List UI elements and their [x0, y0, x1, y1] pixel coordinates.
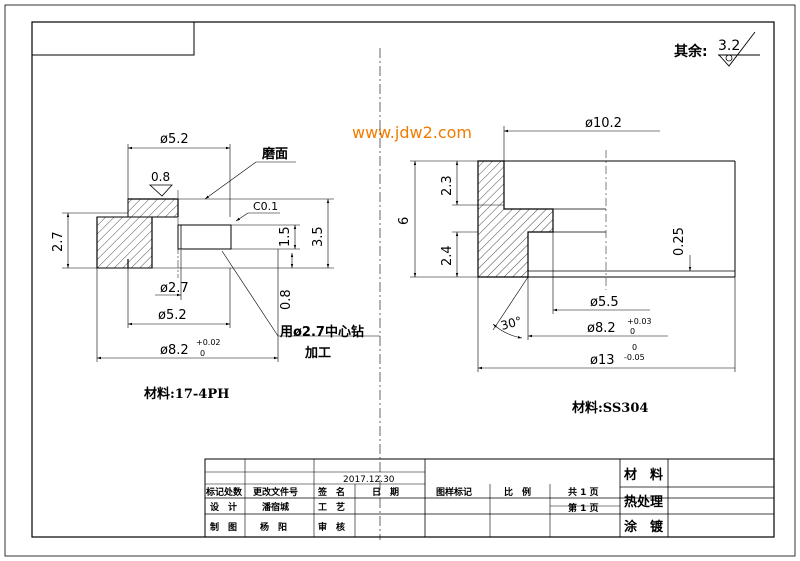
tb-h-date: 日 期: [372, 486, 399, 498]
tb-date: 2017.12.30: [343, 475, 395, 485]
outer-border: [4, 4, 796, 557]
right-dim-55: ø5.5: [590, 295, 619, 310]
tb-designer: 潘宿城: [262, 501, 289, 513]
right-dim-top-dia: ø10.2: [585, 116, 622, 131]
tb-draw-label: 制 图: [210, 521, 237, 533]
surface-note-roughness: 3.2: [718, 38, 740, 54]
right-tol-13-upper: 0: [632, 343, 637, 352]
right-material: 材料:SS304: [572, 400, 648, 416]
right-part-drawing: ø10.2 6 2.3 2.4 0.25 ø5.5 ø8.2 +0.03 0 ø…: [397, 116, 736, 416]
left-dim-top-dia: ø5.2: [160, 132, 189, 147]
left-hatch-flange: [96, 216, 153, 269]
left-dim-08: 0.8: [279, 289, 294, 310]
right-tol-82-upper: +0.03: [627, 317, 652, 326]
right-dim-82: ø8.2: [587, 321, 616, 336]
tb-h-drawing-mark: 图样标记: [436, 486, 472, 498]
tb-page: 第 1 页: [568, 502, 599, 514]
corner-box: [31, 21, 195, 56]
watermark-text: www.jdw2.com: [352, 123, 472, 142]
left-tol-lower: 0: [200, 349, 205, 358]
right-dim-24: 2.4: [440, 245, 455, 266]
left-dim-outer-dia: ø8.2: [160, 343, 189, 358]
right-angle: 30°: [499, 314, 523, 333]
left-grind-note: 磨面: [262, 146, 288, 162]
title-block: [204, 458, 775, 538]
left-chamfer: C0.1: [253, 200, 278, 213]
right-dim-13: ø13: [590, 353, 615, 368]
tb-design-label: 设 计: [210, 501, 237, 513]
left-material: 材料:17-4PH: [144, 386, 229, 402]
left-tol-upper: +0.02: [196, 338, 221, 347]
right-dim-025: 0.25: [672, 227, 687, 256]
tb-h-scale: 比 例: [504, 486, 531, 498]
tb-heat-label: 热处理: [624, 494, 663, 510]
tb-review-label: 审 核: [318, 521, 345, 533]
right-hatch-section: [477, 160, 554, 278]
inner-frame: [31, 21, 775, 538]
left-dim-bottom-dia: ø5.2: [158, 308, 187, 323]
tb-h-sign: 签 名: [317, 486, 345, 498]
left-dim-15: 1.5: [278, 226, 293, 247]
surface-note: 其余: 3.2: [674, 31, 760, 67]
right-tol-13-lower: -0.05: [624, 353, 645, 362]
tb-h-mark: 标记处数: [205, 486, 243, 498]
roughness-symbol: [718, 31, 760, 67]
left-drill-note-2: 加工: [304, 346, 331, 361]
tb-material-label: 材 料: [624, 467, 663, 483]
right-tol-82-lower: 0: [630, 327, 635, 336]
right-dim-23: 2.3: [440, 175, 455, 196]
left-dim-35: 3.5: [311, 226, 326, 247]
left-dim-bore: ø2.7: [160, 281, 189, 296]
tb-coating-label: 涂 镀: [624, 519, 664, 535]
title-block-text: 2017.12.30 标记处数 更改文件号 签 名 日 期 图样标记 比 例 共…: [205, 467, 664, 535]
left-part-drawing: ø5.2 0.8 磨面 C0.1 2.7 1.5 3.5 0.8: [51, 132, 380, 402]
left-bore: [177, 224, 232, 250]
right-dim-total-height: 6: [397, 217, 412, 225]
surface-note-prefix: 其余:: [674, 43, 708, 60]
tb-total-pages: 共 1 页: [568, 486, 599, 498]
tb-drafter: 杨 阳: [260, 521, 287, 533]
left-roughness: 0.8: [151, 170, 170, 184]
left-drill-note-1: 用ø2.7中心钻: [279, 324, 364, 340]
left-hatch-top: [127, 198, 179, 218]
tb-process-label: 工 艺: [318, 501, 345, 513]
left-dim-height: 2.7: [51, 231, 66, 252]
tb-h-change: 更改文件号: [253, 486, 298, 498]
